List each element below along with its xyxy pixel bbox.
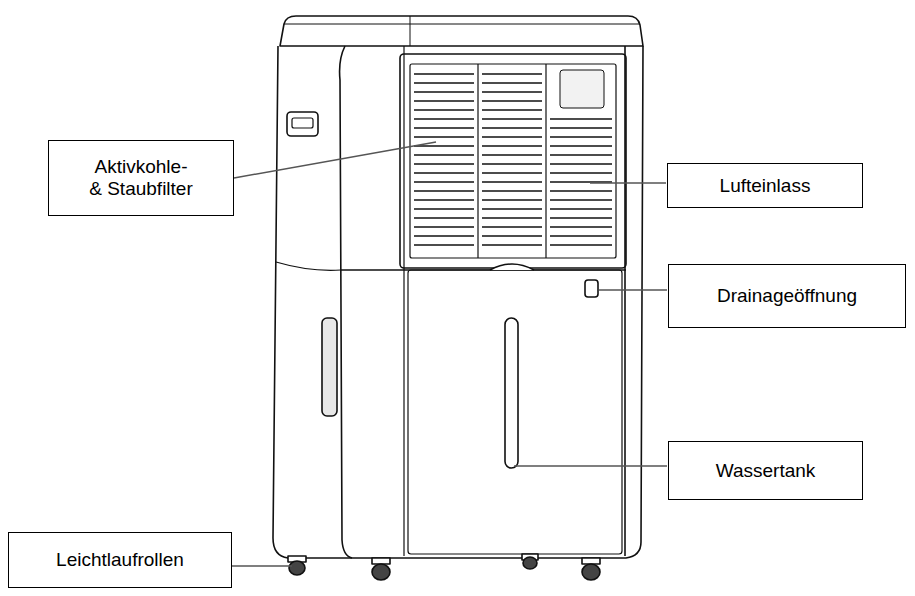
grille-slat [482,190,542,191]
grille-slat [482,244,542,245]
callout-label: Drainageöffnung [717,285,857,307]
top-cap [280,16,643,46]
inlet-callout: Lufteinlass [667,163,863,208]
wheel-callout: Leichtlaufrollen [8,532,232,588]
grille-slat [482,73,542,74]
grille-slat [414,73,474,74]
caster-wheels [288,554,600,580]
grille-slat [550,226,612,227]
grille-slat [482,199,542,200]
callout-label: Leichtlaufrollen [56,549,184,571]
drainage-opening [585,280,598,297]
grille-slat [550,244,612,245]
grille-slat [550,235,612,236]
callout-label: Aktivkohle- & Staubfilter [88,156,194,200]
tank-callout: Wassertank [668,441,863,500]
grille-slat [414,154,474,155]
grille-slat [414,163,474,164]
tank-handle [505,318,518,468]
grille-slat [414,208,474,209]
grille-slat [482,82,542,83]
grille-slat [550,136,612,137]
grille-slat [414,82,474,83]
side-handle [287,112,318,136]
grille-slat [550,172,612,173]
grille-slat [482,217,542,218]
side-recess [322,318,337,416]
drain-callout: Drainageöffnung [668,264,906,328]
water-tank [408,270,622,554]
grille-slat [414,190,474,191]
grille-slat [482,172,542,173]
grille-slat [550,154,612,155]
grille-slat [482,145,542,146]
display-window [560,70,604,108]
grille-slat [482,154,542,155]
grille-slat [482,208,542,209]
callout-label: Wassertank [716,460,816,482]
grille-slat [550,190,612,191]
filter-callout: Aktivkohle- & Staubfilter [48,140,234,216]
grille-slat [550,145,612,146]
grille-slat [414,136,474,137]
grille-slat [482,100,542,101]
grille-slat [414,109,474,110]
leader-lines [232,142,667,566]
grille-slat [482,136,542,137]
grille-slat [482,235,542,236]
grille-slat [482,163,542,164]
grille-slat [550,217,612,218]
grille-slat [414,100,474,101]
grille-slat [550,208,612,209]
grille-slat [482,181,542,182]
grille-slat [414,217,474,218]
grille-slat [550,163,612,164]
grille-slat [414,172,474,173]
grille-slat [414,235,474,236]
grille-slat [482,118,542,119]
grille-slat [550,199,612,200]
grille-slat [482,109,542,110]
grille-slat [414,199,474,200]
grille-slat [414,226,474,227]
grille-slat [482,127,542,128]
grille-slat [414,244,474,245]
grille-slat [414,127,474,128]
grille-slat [414,145,474,146]
grille-slat [414,181,474,182]
grille-slat [482,91,542,92]
grille-slat [550,118,612,119]
grille-slat [482,226,542,227]
callout-label: Lufteinlass [720,175,811,197]
side-seam [340,46,352,558]
grille-slat [414,118,474,119]
housing [273,46,643,558]
grille-slat [414,91,474,92]
air-inlet-grille [400,54,626,268]
grille-slat [550,127,612,128]
